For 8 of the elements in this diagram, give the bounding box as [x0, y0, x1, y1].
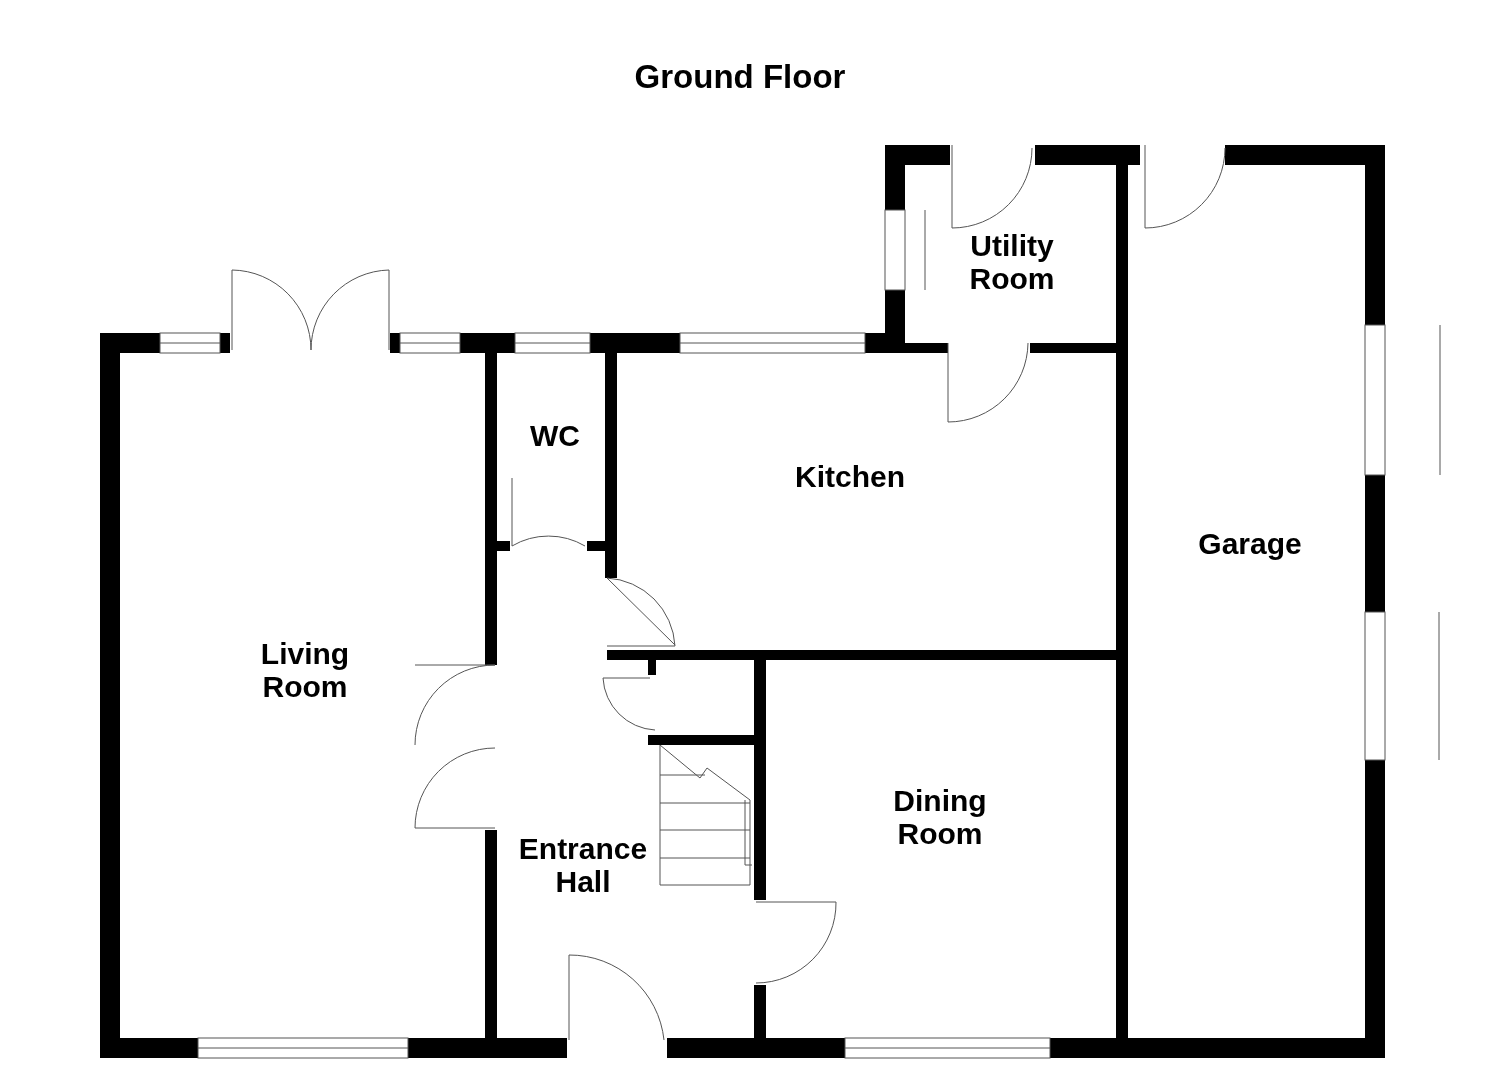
plan-title: Ground Floor	[634, 58, 846, 96]
room-label: WC	[529, 418, 581, 452]
room-label: Entrance Hall	[517, 832, 649, 898]
room-label: Garage	[1197, 526, 1303, 560]
room-label: Kitchen	[794, 459, 906, 493]
room-label: Dining Room	[892, 784, 988, 850]
room-label: Living Room	[259, 637, 351, 703]
room-label: Utility Room	[968, 229, 1056, 295]
